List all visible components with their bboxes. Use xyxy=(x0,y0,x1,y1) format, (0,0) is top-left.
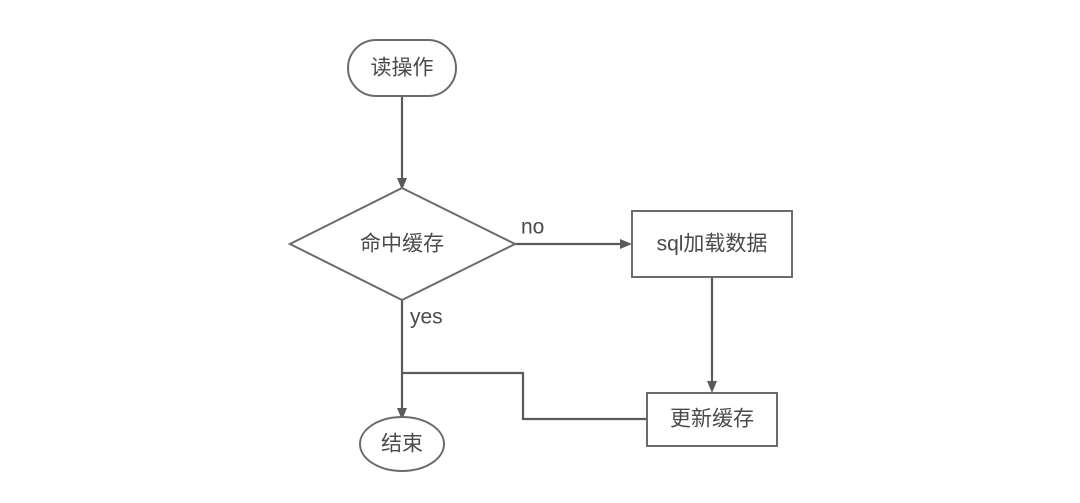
decision-node-shape xyxy=(287,186,518,302)
update-node-label: 更新缓存 xyxy=(670,408,754,431)
arrow-head-icon xyxy=(397,408,407,420)
sql-node-label: sql加载数据 xyxy=(657,233,768,256)
node-start[interactable]: 读操作 xyxy=(347,39,457,97)
arrow-head-icon xyxy=(397,178,407,190)
edge-sql-to-update xyxy=(707,277,717,393)
edge-update-to-end xyxy=(402,371,647,421)
sql-node-shape xyxy=(631,210,793,278)
edge-label-no: no xyxy=(521,216,544,239)
start-node-shape xyxy=(347,39,457,97)
edge-decision-to-sql xyxy=(515,239,632,249)
node-sql-load-data[interactable]: sql加载数据 xyxy=(631,210,793,278)
start-node-label: 读操作 xyxy=(371,57,434,80)
arrow-head-icon xyxy=(707,381,717,393)
update-node-shape xyxy=(646,392,778,447)
end-node-label: 结束 xyxy=(381,433,423,456)
edge-decision-to-end xyxy=(397,300,407,420)
edge-start-to-decision xyxy=(397,96,407,190)
decision-node-label: 命中缓存 xyxy=(360,233,444,256)
end-node-shape xyxy=(359,416,445,472)
node-decision-cache-hit[interactable]: 命中缓存 xyxy=(287,186,518,302)
edge-label-yes: yes xyxy=(410,306,443,329)
node-end[interactable]: 结束 xyxy=(359,416,445,472)
arrow-head-icon xyxy=(620,239,632,249)
node-update-cache[interactable]: 更新缓存 xyxy=(646,392,778,447)
